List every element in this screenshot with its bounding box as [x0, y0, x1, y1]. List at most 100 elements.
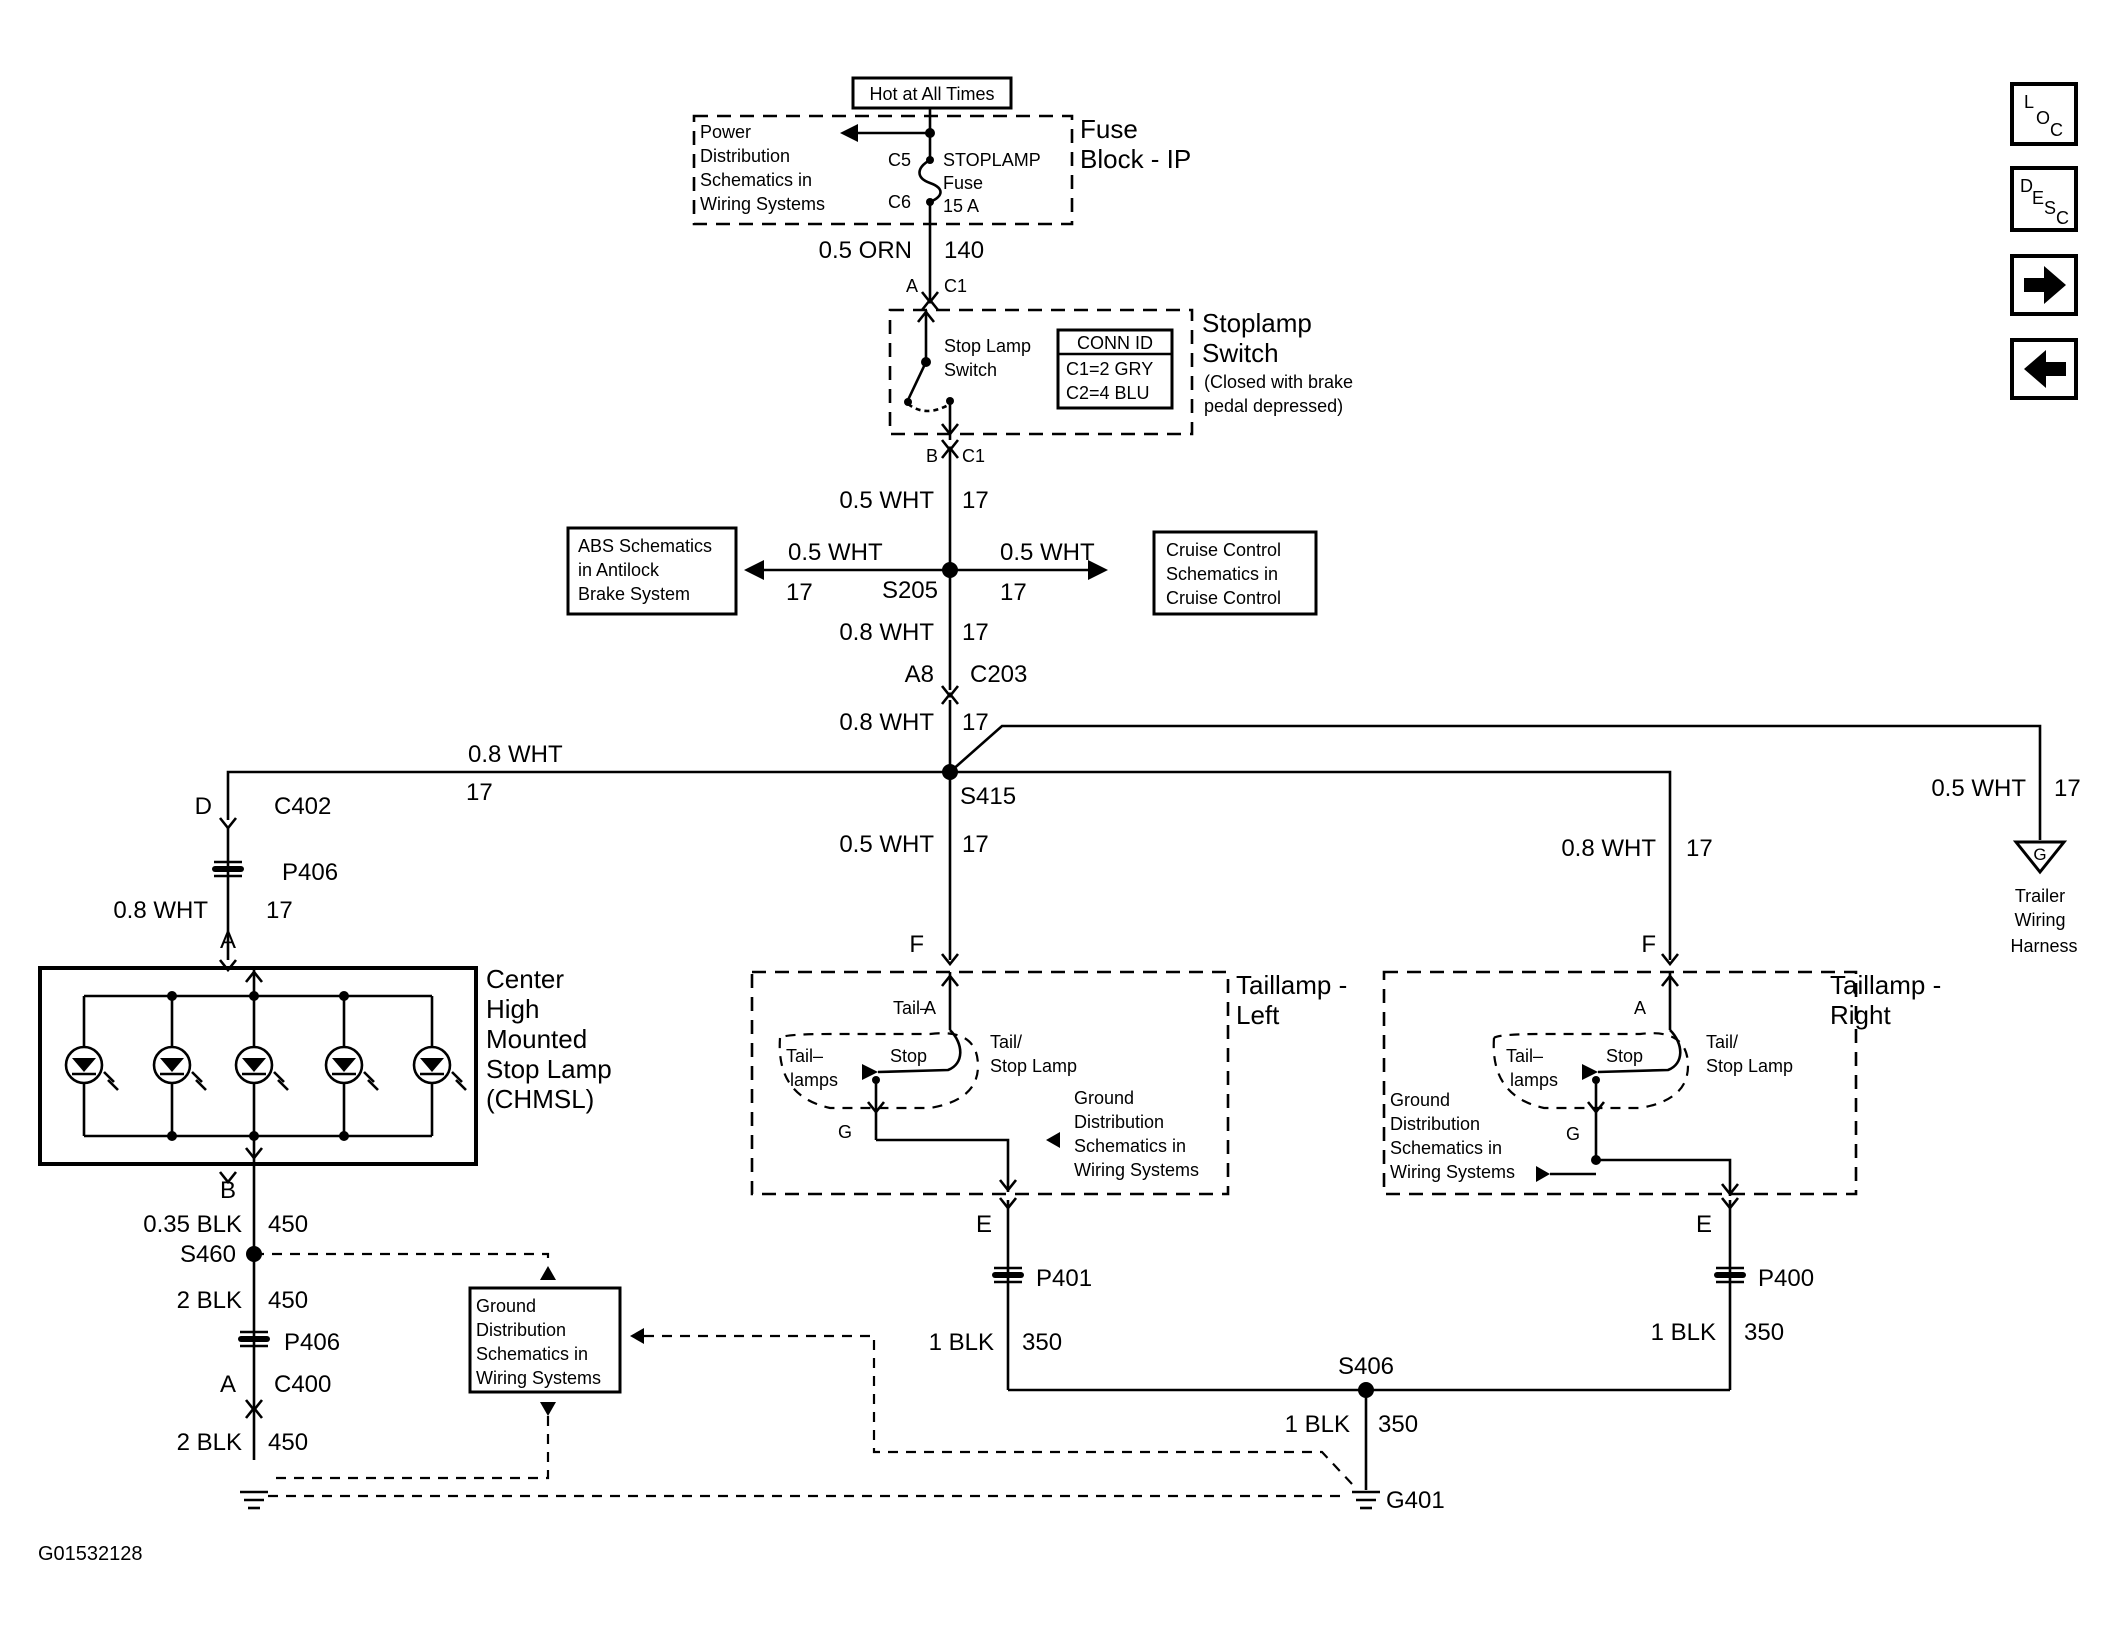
wire-blk350-g401-color: 1 BLK [1285, 1411, 1350, 1438]
right-ground-ref-3: Schematics in [1390, 1138, 1502, 1158]
inline-p401: P401 [992, 1265, 1092, 1292]
chmsl-lamp [38, 966, 478, 1166]
right-tail-stop-1: Tail/ [1706, 1032, 1738, 1052]
right-ground-ref-4: Wiring Systems [1390, 1162, 1515, 1182]
fuse-block-title-2: Block - IP [1080, 144, 1191, 174]
connector-c1-a: A C1 [906, 276, 967, 311]
c402-pin: D [195, 793, 212, 820]
loc-l: L [2024, 92, 2034, 112]
ground-distribution-reference-box: Ground Distribution Schematics in Wiring… [468, 1286, 622, 1394]
chmsl-title-3: Mounted [486, 1024, 587, 1054]
left-tail-stop-2: Stop Lamp [990, 1056, 1077, 1076]
switch-inner-1: Stop Lamp [944, 336, 1031, 356]
chmsl-title-5: (CHMSL) [486, 1084, 594, 1114]
right-stop-label: Stop [1606, 1046, 1643, 1066]
left-inner-pin-a: Tail– [893, 998, 930, 1018]
hot-at-all-times-label: Hot at All Times [869, 84, 994, 104]
abs-ref-line-2: in Antilock [578, 560, 660, 580]
left-pin-a: A [924, 998, 936, 1018]
loc-button[interactable]: L O C [2010, 82, 2078, 146]
trailer-line-2: Wiring [2014, 910, 2065, 930]
inline-p406-bottom: P406 [238, 1329, 340, 1356]
taillamp-left-title-2: Left [1236, 1000, 1280, 1030]
abs-ref-line-3: Brake System [578, 584, 690, 604]
desc-e: E [2032, 188, 2044, 208]
arrow-left-icon [2024, 350, 2066, 388]
chmsl-pin-a: A [220, 927, 236, 954]
wire-blk350-left-circuit: 350 [1022, 1329, 1062, 1356]
wire-orn-140-color: 0.5 ORN [819, 237, 912, 264]
ground-icon [240, 1490, 268, 1510]
connector-c1-b: B C1 [926, 439, 985, 466]
cruise-reference-box: Cruise Control Schematics in Cruise Cont… [1152, 530, 1318, 616]
conn-id-header: CONN ID [1077, 333, 1153, 353]
left-tail-label-1: Tail– [786, 1046, 823, 1066]
arrow-left-icon [840, 124, 858, 142]
taillamp-right-title-2: Right [1830, 1000, 1891, 1030]
led-icon [152, 996, 207, 1136]
fuse-c5: C5 [888, 150, 911, 170]
taillamp-left-title-1: Taillamp - [1236, 970, 1347, 1000]
inline-p406-top: P406 [212, 859, 338, 886]
chmsl-title-2: High [486, 994, 539, 1024]
wire-wht17-cruise-circuit: 17 [1000, 579, 1027, 606]
loc-c: C [2050, 120, 2063, 140]
wire-blk450-b-circuit: 450 [268, 1287, 308, 1314]
right-pin-f: F [1641, 931, 1656, 958]
wire-blk450-a-circuit: 450 [268, 1211, 308, 1238]
led-icon [234, 996, 289, 1136]
taillamp-left: Taillamp - Left Tail– Tail– lamps Stop T… [750, 970, 1347, 1196]
c203-id: C203 [970, 661, 1027, 688]
fuse-block-ip: Fuse Block - IP Power Distribution Schem… [692, 108, 1191, 226]
trailer-wiring-harness: G Trailer Wiring Harness [2010, 840, 2078, 956]
trailer-pin-g: G [2033, 845, 2046, 864]
wire-wht17-c203-down-circuit: 17 [962, 709, 989, 736]
right-ground-ref-1: Ground [1390, 1090, 1450, 1110]
wire-wht17-left-color: 0.5 WHT [839, 831, 934, 858]
wire-blk450-c-color: 2 BLK [177, 1429, 242, 1456]
wire-wht-17-trailer [949, 724, 2042, 840]
wire-wht17-s205-down-circuit: 17 [962, 619, 989, 646]
cruise-ref-line-1: Cruise Control [1166, 540, 1281, 560]
wire-wht17-cruise-color: 0.5 WHT [1000, 539, 1095, 566]
splice-s205-label: S205 [882, 577, 938, 604]
fuse-word: Fuse [943, 173, 983, 193]
loc-o: O [2036, 108, 2050, 128]
abs-ref-line-1: ABS Schematics [578, 536, 712, 556]
forward-button[interactable] [2010, 254, 2078, 316]
conn-id-row-2: C2=4 BLU [1066, 383, 1150, 403]
wire-wht17-right-color: 0.8 WHT [1561, 835, 1656, 862]
desc-button[interactable]: D E S C [2010, 166, 2078, 232]
pds-ref-line-2: Distribution [700, 146, 790, 166]
desc-s: S [2044, 198, 2056, 218]
wire-wht17-abs-circuit: 17 [786, 579, 813, 606]
led-icon [324, 996, 379, 1136]
wire-wht17-stop-color: 0.5 WHT [839, 487, 934, 514]
trailer-connector-icon [2012, 840, 2068, 875]
conn-id-row-1: C1=2 GRY [1066, 359, 1153, 379]
wire-wht17-left-circuit: 17 [962, 831, 989, 858]
ground-ref-main-2: Distribution [476, 1320, 566, 1340]
right-pin-e: E [1696, 1211, 1712, 1238]
connector-c400: A C400 [220, 1371, 331, 1419]
arrow-left-icon [744, 560, 764, 580]
pds-ref-line-4: Wiring Systems [700, 194, 825, 214]
back-button[interactable] [2010, 338, 2078, 400]
left-tail-stop-1: Tail/ [990, 1032, 1022, 1052]
c1-a-pin: A [906, 276, 918, 296]
taillamp-right: Taillamp - Right Tail– lamps Stop Tail/ … [1382, 970, 1941, 1197]
wire-wht17-c203-down-color: 0.8 WHT [839, 709, 934, 736]
arrow-right-icon [2024, 266, 2066, 304]
ground-ref-main-4: Wiring Systems [476, 1368, 601, 1388]
trailer-line-1: Trailer [2015, 886, 2065, 906]
led-icon [64, 996, 119, 1136]
left-ground-ref-4: Wiring Systems [1074, 1160, 1199, 1180]
desc-d: D [2020, 176, 2033, 196]
wire-wht17-trailer-circuit: 17 [2054, 775, 2081, 802]
wire-blk450-c-circuit: 450 [268, 1429, 308, 1456]
c400-pin: A [220, 1371, 236, 1398]
ground-g401-label: G401 [1386, 1487, 1445, 1514]
right-bulb-dashed [1492, 1032, 1690, 1110]
chmsl-title-4: Stop Lamp [486, 1054, 612, 1084]
